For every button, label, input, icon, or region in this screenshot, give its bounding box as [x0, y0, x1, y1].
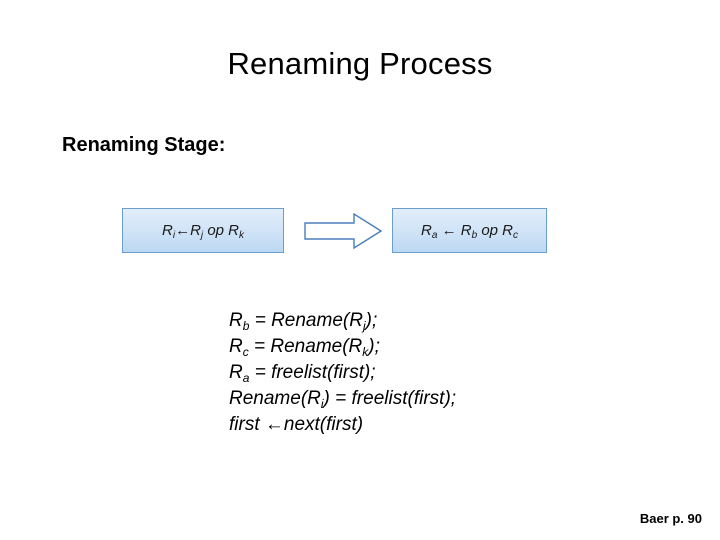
equation-list: Rb = Rename(Rj); Rc = Rename(Rk); Ra = f… [229, 308, 456, 438]
equation-line: Rb = Rename(Rj); [229, 310, 378, 333]
page-title: Renaming Process [227, 46, 493, 81]
instruction-renamed-text: Ra ← Rb op Rc [420, 222, 519, 241]
equation-line: Rename(Ri) = freelist(first); [229, 388, 457, 411]
equation-line: first ←next(first) [229, 414, 364, 435]
source-citation: Baer p. 90 [639, 511, 702, 526]
instruction-original-text: Ri←Rj op Rk [161, 222, 245, 241]
section-heading: Renaming Stage: [62, 134, 226, 156]
block-right-arrow-icon [304, 212, 383, 250]
instruction-box-original: Ri←Rj op Rk [122, 208, 284, 253]
equation-line: Rc = Rename(Rk); [229, 336, 380, 359]
instruction-box-renamed: Ra ← Rb op Rc [392, 208, 547, 253]
equation-line: Ra = freelist(first); [229, 362, 376, 385]
